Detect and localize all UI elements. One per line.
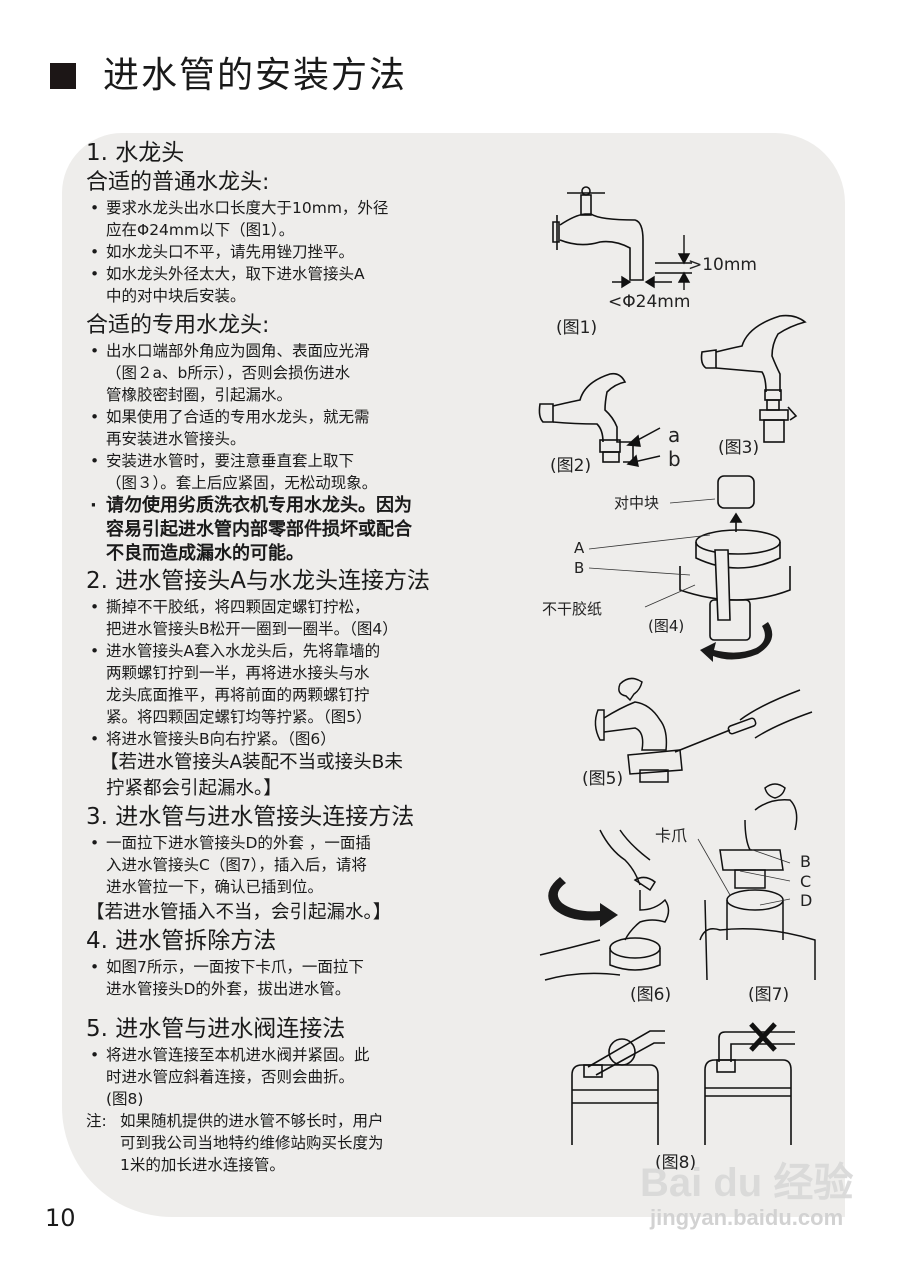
fig8-hose-incorrect: [704, 1022, 795, 1145]
fig3-caption: (图3): [718, 438, 760, 458]
fig7-label-D: D: [800, 891, 813, 910]
fig1-diameter-label: <Φ24mm: [608, 292, 691, 312]
bullet: •将进水管连接至本机进水阀并紧固。此时进水管应斜着连接，否则会曲折。(图8): [90, 1046, 370, 1108]
section-1-heading: 1. 水龙头: [86, 140, 185, 166]
bullet: •要求水龙头出水口长度大于10mm，外径应在Φ24mm以下（图1）。: [90, 199, 389, 239]
bullet: •撕掉不干胶纸，将四颗固定螺钉拧松，把进水管接头B松开一圈到一圈半。（图4）: [90, 598, 398, 638]
fig2-label-a: a: [668, 423, 681, 447]
fig4-rotate-arrow-icon: [700, 622, 773, 662]
bold-warning: ·请勿使用劣质洗衣机专用水龙头。因为容易引起进水管内部零部件损坏或配合不良而造成…: [90, 495, 412, 564]
fig7-label-C: C: [800, 872, 812, 891]
title-square-bullet: [50, 63, 76, 89]
bullet: •如水龙头口不平，请先用锉刀挫平。: [90, 243, 355, 261]
fig7-label-claw: 卡爪: [655, 826, 688, 845]
bullet: •进水管接头A套入水龙头后，先将靠墙的两颗螺钉拧到一半，再将进水接头与水龙头底面…: [90, 642, 381, 726]
fig8-caption: (图8): [655, 1153, 697, 1173]
fig2-pointer-arrows: [626, 427, 661, 467]
fig4-label-tape: 不干胶纸: [542, 600, 603, 618]
fig5-caption: (图5): [582, 769, 624, 789]
bullet: •一面拉下进水管接头D的外套 ，一面插入进水管接头C（图7），插入后，请将进水管…: [90, 834, 371, 896]
fig1-caption: (图1): [556, 318, 598, 338]
fig4-leader-lines: [588, 498, 716, 608]
ordinary-faucet-heading: 合适的普通水龙头:: [86, 170, 270, 195]
fig2-label-b: b: [668, 447, 681, 471]
fig7-leader-lines: [697, 838, 791, 906]
section-3-warning: 【若进水管插入不当，会引起漏水。】: [86, 902, 392, 923]
fig8-hose-correct: [571, 1030, 665, 1145]
fig3-faucet-with-connector: [700, 314, 807, 443]
page-title-text: 进水管的安装方法: [103, 55, 408, 96]
fig2-faucet-drawing: [538, 372, 634, 463]
section-2-warning: 【若进水管接头A装配不当或接头B未拧紧都会引起漏水。】: [100, 752, 403, 799]
fig1-faucet-drawing: [552, 186, 644, 281]
fig2-caption: (图2): [550, 456, 592, 476]
content-panel: [62, 133, 845, 1217]
fig6-caption: (图6): [630, 985, 672, 1005]
fig1-dimension-arrows: [612, 235, 692, 290]
fig4-connector-exploded: [679, 475, 791, 641]
fig4-label-centering-block: 对中块: [614, 494, 660, 512]
fig4-caption: (图4): [648, 617, 685, 635]
watermark-url: jingyan.baidu.com: [650, 1205, 844, 1230]
instructions-column: 1. 水龙头 合适的普通水龙头: •要求水龙头出水口长度大于10mm，外径应在Φ…: [86, 138, 486, 1176]
section-2-heading: 2. 进水管接头A与水龙头连接方法: [86, 568, 430, 594]
bullet: •安装进水管时，要注意垂直套上取下（图３）。套上后应紧固，无松动现象。: [90, 452, 378, 492]
bullet: •将进水管接头B向右拧紧。（图6）: [90, 730, 336, 748]
page-number: 10: [45, 1204, 76, 1232]
page-title: 进水管的安装方法: [50, 52, 407, 100]
bullet: •如果使用了合适的专用水龙头，就无需再安装进水管接头。: [90, 408, 370, 448]
fig1-length-label: >10mm: [688, 255, 757, 275]
bullet: •出水口端部外角应为圆角、表面应光滑（图２a、b所示），否则会损伤进水管橡胶密封…: [90, 342, 370, 404]
fig7-caption: (图7): [748, 985, 790, 1005]
section-5-heading: 5. 进水管与进水阀连接法: [86, 1016, 346, 1042]
special-faucet-heading: 合适的专用水龙头:: [86, 313, 270, 338]
fig7-label-B: B: [800, 852, 811, 871]
fig6-rotate-arrow-icon: [548, 877, 618, 927]
fig5-faucet-screwdriver: [594, 677, 813, 783]
watermark-brand: Bai du 经验: [640, 1161, 854, 1205]
fig4-label-A: A: [574, 539, 585, 557]
fig6-hand-tightening: [539, 829, 670, 981]
fig4-label-B: B: [574, 559, 585, 577]
section-4-heading: 4. 进水管拆除方法: [86, 928, 277, 954]
bullet: •如图7所示，一面按下卡爪，一面拉下进水管接头D的外套，拔出进水管。: [90, 958, 364, 998]
section-3-heading: 3. 进水管与进水管接头连接方法: [86, 804, 415, 830]
